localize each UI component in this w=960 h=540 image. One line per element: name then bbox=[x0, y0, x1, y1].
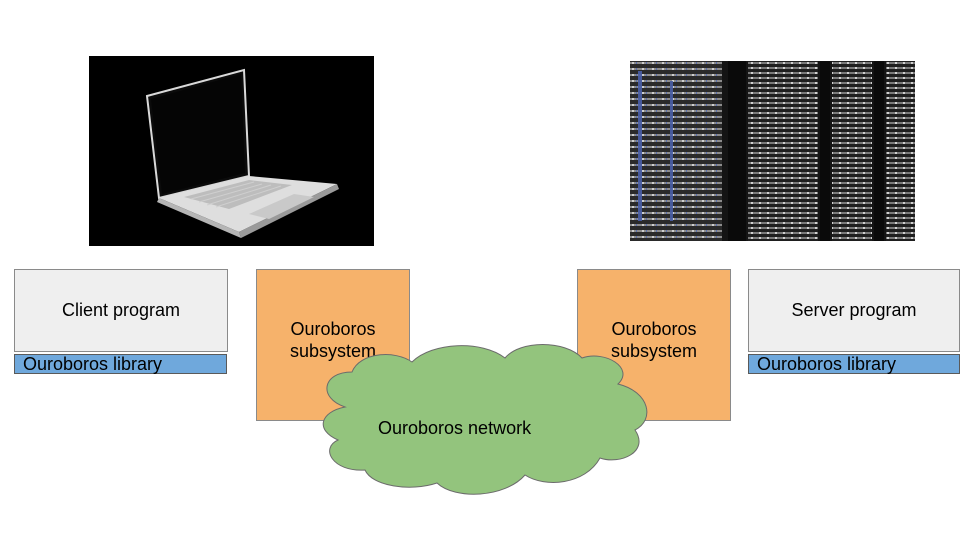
server-library-bar: Ouroboros library bbox=[748, 354, 960, 374]
server-program-label: Server program bbox=[791, 300, 917, 320]
client-program-label: Client program bbox=[61, 300, 181, 320]
left-subsystem-label: Ouroboros subsystem bbox=[289, 319, 377, 361]
right-subsystem-label: Ouroboros subsystem bbox=[610, 319, 698, 361]
server-rack-photo bbox=[630, 61, 915, 241]
laptop-photo bbox=[89, 56, 374, 246]
server-program-box: Server program bbox=[748, 269, 960, 352]
client-library-bar: Ouroboros library bbox=[14, 354, 227, 374]
server-library-label: Ouroboros library bbox=[757, 354, 897, 374]
client-library-label: Ouroboros library bbox=[23, 354, 163, 374]
client-program-box: Client program bbox=[14, 269, 228, 352]
network-label: Ouroboros network bbox=[378, 418, 532, 438]
